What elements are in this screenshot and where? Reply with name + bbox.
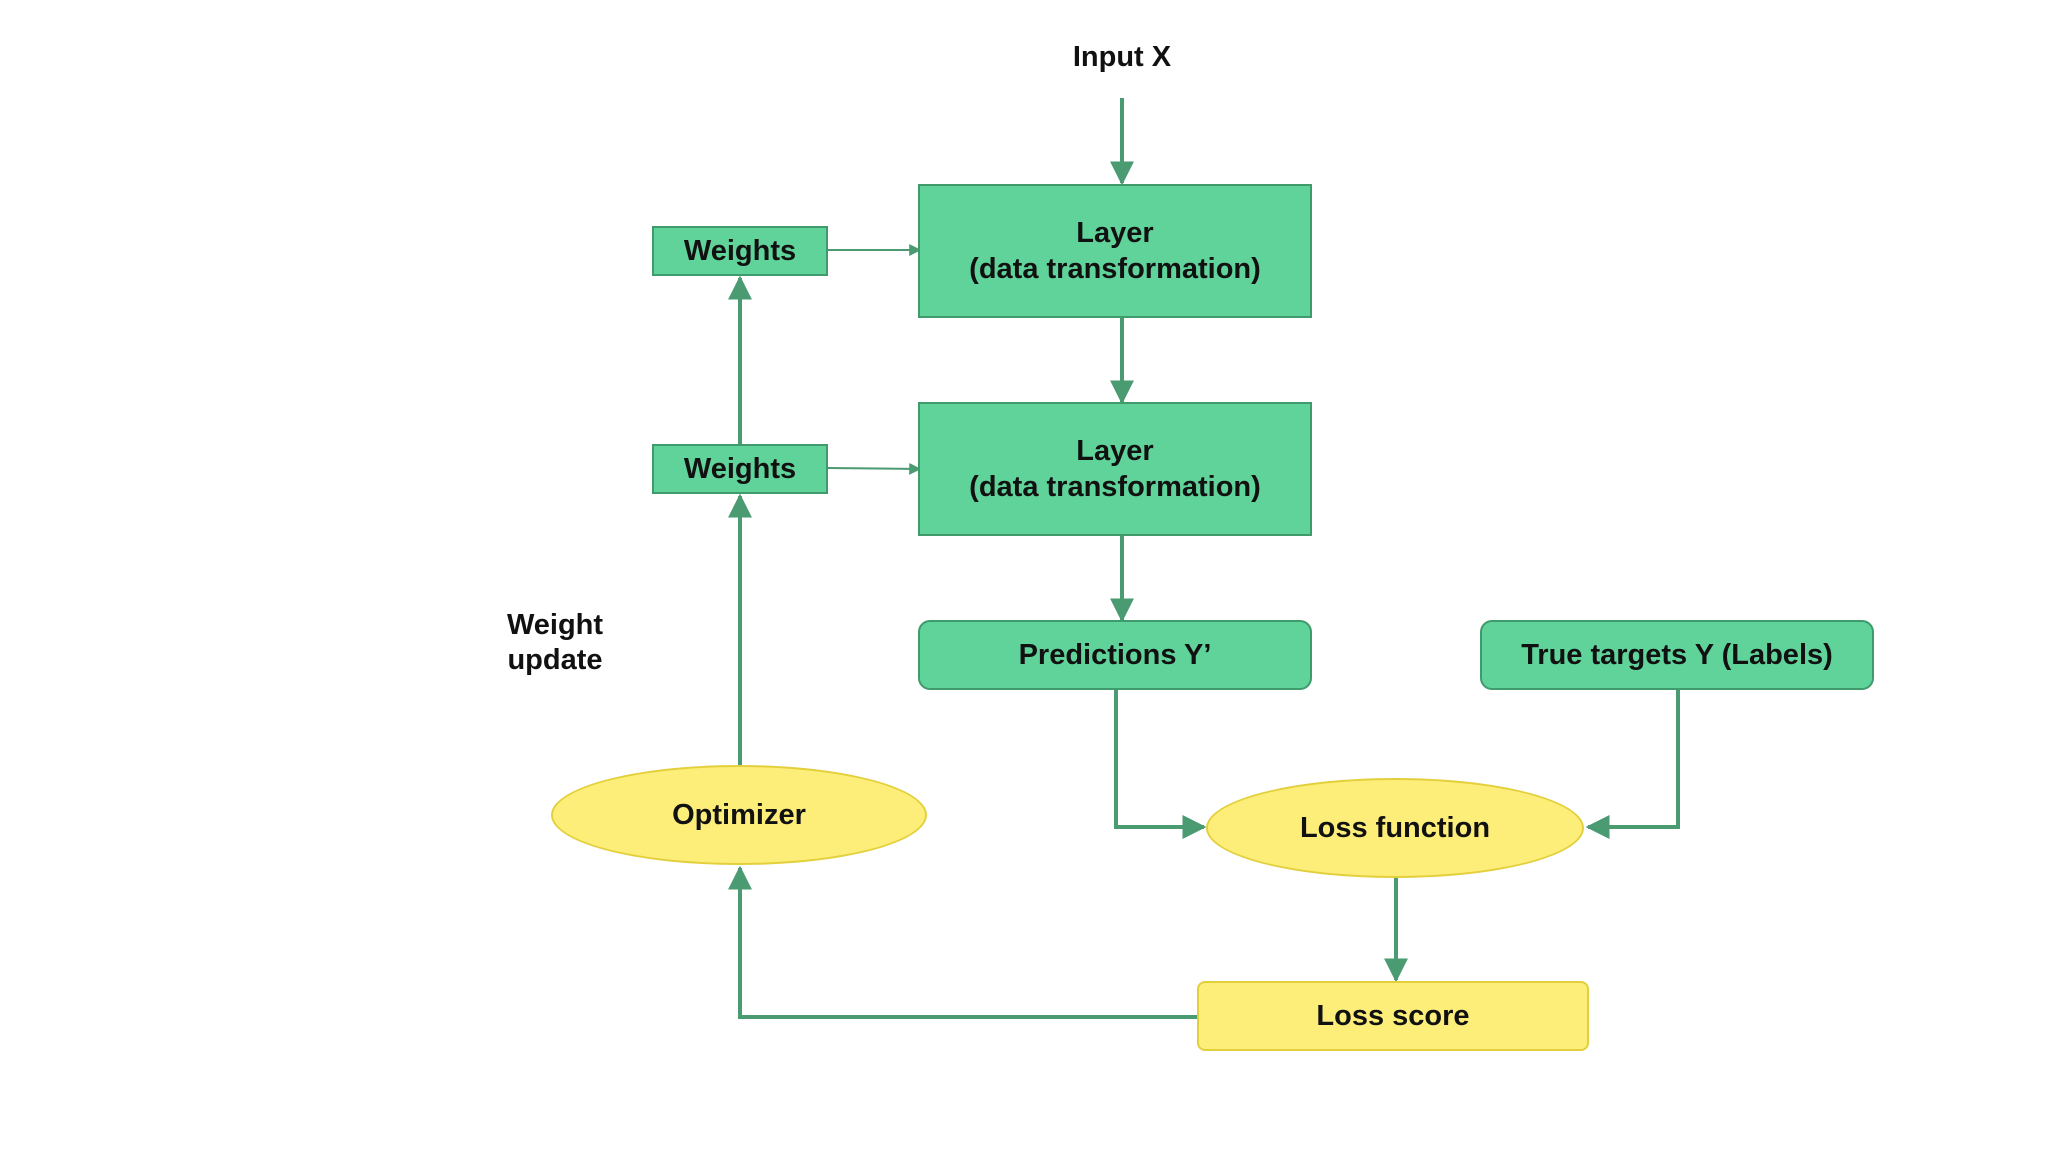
loss-score-label: Loss score <box>1316 999 1470 1032</box>
arrow-loss-score-to-optimizer <box>728 865 1200 1019</box>
arrow-weights-bottom-to-layer-bottom <box>827 462 922 475</box>
weights-top-label: Weights <box>683 234 797 267</box>
true-targets-label: True targets Y (Labels) <box>1521 638 1833 671</box>
arrow-predictions-to-loss-function <box>1114 690 1207 839</box>
loss-function-label: Loss function <box>1299 811 1491 844</box>
layer-top-subtitle: (data transformation) <box>969 253 1261 285</box>
optimizer-label: Optimizer <box>672 798 806 831</box>
predictions-box: Predictions Y’ <box>918 620 1312 690</box>
input-x-label: Input X <box>1072 41 1172 73</box>
weight-update-label: Weight update <box>480 608 630 678</box>
predictions-label: Predictions Y’ <box>1018 638 1212 671</box>
arrow-true-targets-to-loss-function <box>1585 690 1680 839</box>
layer-bottom-title: Layer <box>1076 434 1154 467</box>
weight-update-line-2: update <box>507 643 603 676</box>
optimizer-ellipse: Optimizer <box>551 765 927 865</box>
loss-score-box: Loss score <box>1197 981 1589 1051</box>
weight-update-line-1: Weight <box>506 609 604 641</box>
layer-bottom-box: Layer (data transformation) <box>918 402 1312 536</box>
layer-top-title: Layer <box>1076 216 1154 249</box>
weights-bottom-box: Weights <box>652 444 828 494</box>
weights-top-box: Weights <box>652 226 828 276</box>
true-targets-box: True targets Y (Labels) <box>1480 620 1874 690</box>
layer-bottom-subtitle: (data transformation) <box>969 471 1261 503</box>
weights-bottom-label: Weights <box>683 452 797 485</box>
layer-top-box: Layer (data transformation) <box>918 184 1312 318</box>
loss-function-ellipse: Loss function <box>1206 778 1584 878</box>
